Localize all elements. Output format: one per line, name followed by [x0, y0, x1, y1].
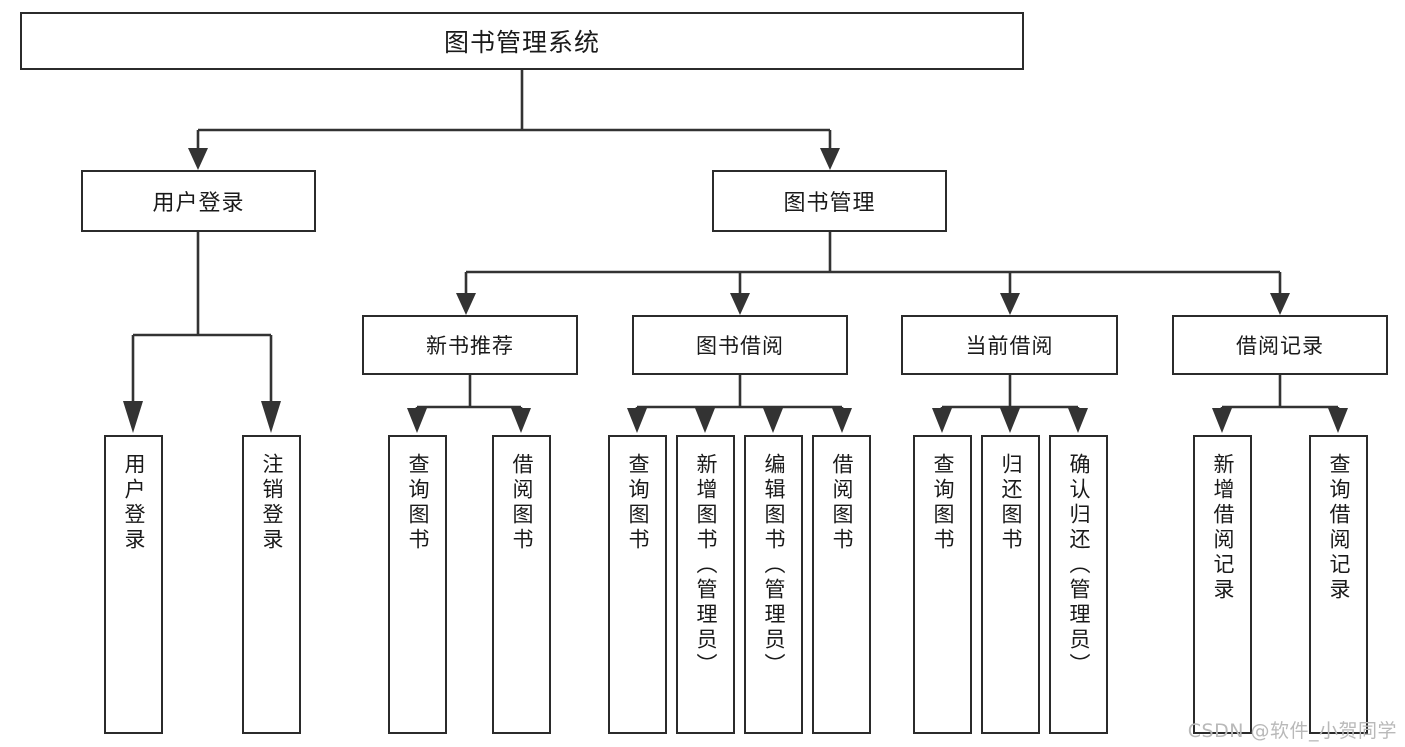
- node-book-management[interactable]: 图书管理: [712, 170, 947, 232]
- leaf-add-book-admin[interactable]: 新增图书（管理员）: [676, 435, 735, 734]
- node-label: 注销登录: [260, 453, 284, 553]
- leaf-user-logout[interactable]: 注销登录: [242, 435, 301, 734]
- node-label: 查询图书: [931, 453, 955, 553]
- node-label: 查询图书: [406, 453, 430, 553]
- node-label: 图书管理: [783, 191, 876, 216]
- node-label: 查询借阅记录: [1327, 453, 1351, 603]
- node-label: 编辑图书（管理员）: [762, 453, 786, 678]
- node-root-book-management-system[interactable]: 图书管理系统: [20, 12, 1024, 70]
- leaf-borrow-book[interactable]: 借阅图书: [812, 435, 871, 734]
- node-label: 确认归还（管理员）: [1067, 453, 1091, 678]
- node-label: 新书推荐: [426, 334, 514, 358]
- leaf-user-login[interactable]: 用户登录: [104, 435, 163, 734]
- node-label: 新增图书（管理员）: [694, 453, 718, 678]
- node-label: 用户登录: [152, 191, 245, 216]
- leaf-query-book-borrow[interactable]: 查询图书: [608, 435, 667, 734]
- leaf-query-book-recommend[interactable]: 查询图书: [388, 435, 447, 734]
- node-label: 归还图书: [999, 453, 1023, 553]
- node-label: 图书管理系统: [443, 28, 600, 57]
- node-label: 用户登录: [122, 453, 146, 553]
- node-book-borrow[interactable]: 图书借阅: [632, 315, 848, 375]
- node-borrow-record[interactable]: 借阅记录: [1172, 315, 1388, 375]
- leaf-edit-book-admin[interactable]: 编辑图书（管理员）: [744, 435, 803, 734]
- node-label: 借阅图书: [830, 453, 854, 553]
- leaf-add-borrow-record[interactable]: 新增借阅记录: [1193, 435, 1252, 734]
- node-label: 借阅记录: [1236, 334, 1324, 358]
- leaf-query-borrow-record[interactable]: 查询借阅记录: [1309, 435, 1368, 734]
- leaf-query-book-current[interactable]: 查询图书: [913, 435, 972, 734]
- node-new-book-recommend[interactable]: 新书推荐: [362, 315, 578, 375]
- leaf-confirm-return-admin[interactable]: 确认归还（管理员）: [1049, 435, 1108, 734]
- node-label: 图书借阅: [696, 334, 784, 358]
- leaf-borrow-book-recommend[interactable]: 借阅图书: [492, 435, 551, 734]
- node-label: 当前借阅: [965, 334, 1054, 358]
- leaf-return-book[interactable]: 归还图书: [981, 435, 1040, 734]
- node-label: 新增借阅记录: [1211, 453, 1235, 603]
- node-current-borrow[interactable]: 当前借阅: [901, 315, 1118, 375]
- node-label: 借阅图书: [510, 453, 534, 553]
- node-user-login[interactable]: 用户登录: [81, 170, 316, 232]
- node-label: 查询图书: [626, 453, 650, 553]
